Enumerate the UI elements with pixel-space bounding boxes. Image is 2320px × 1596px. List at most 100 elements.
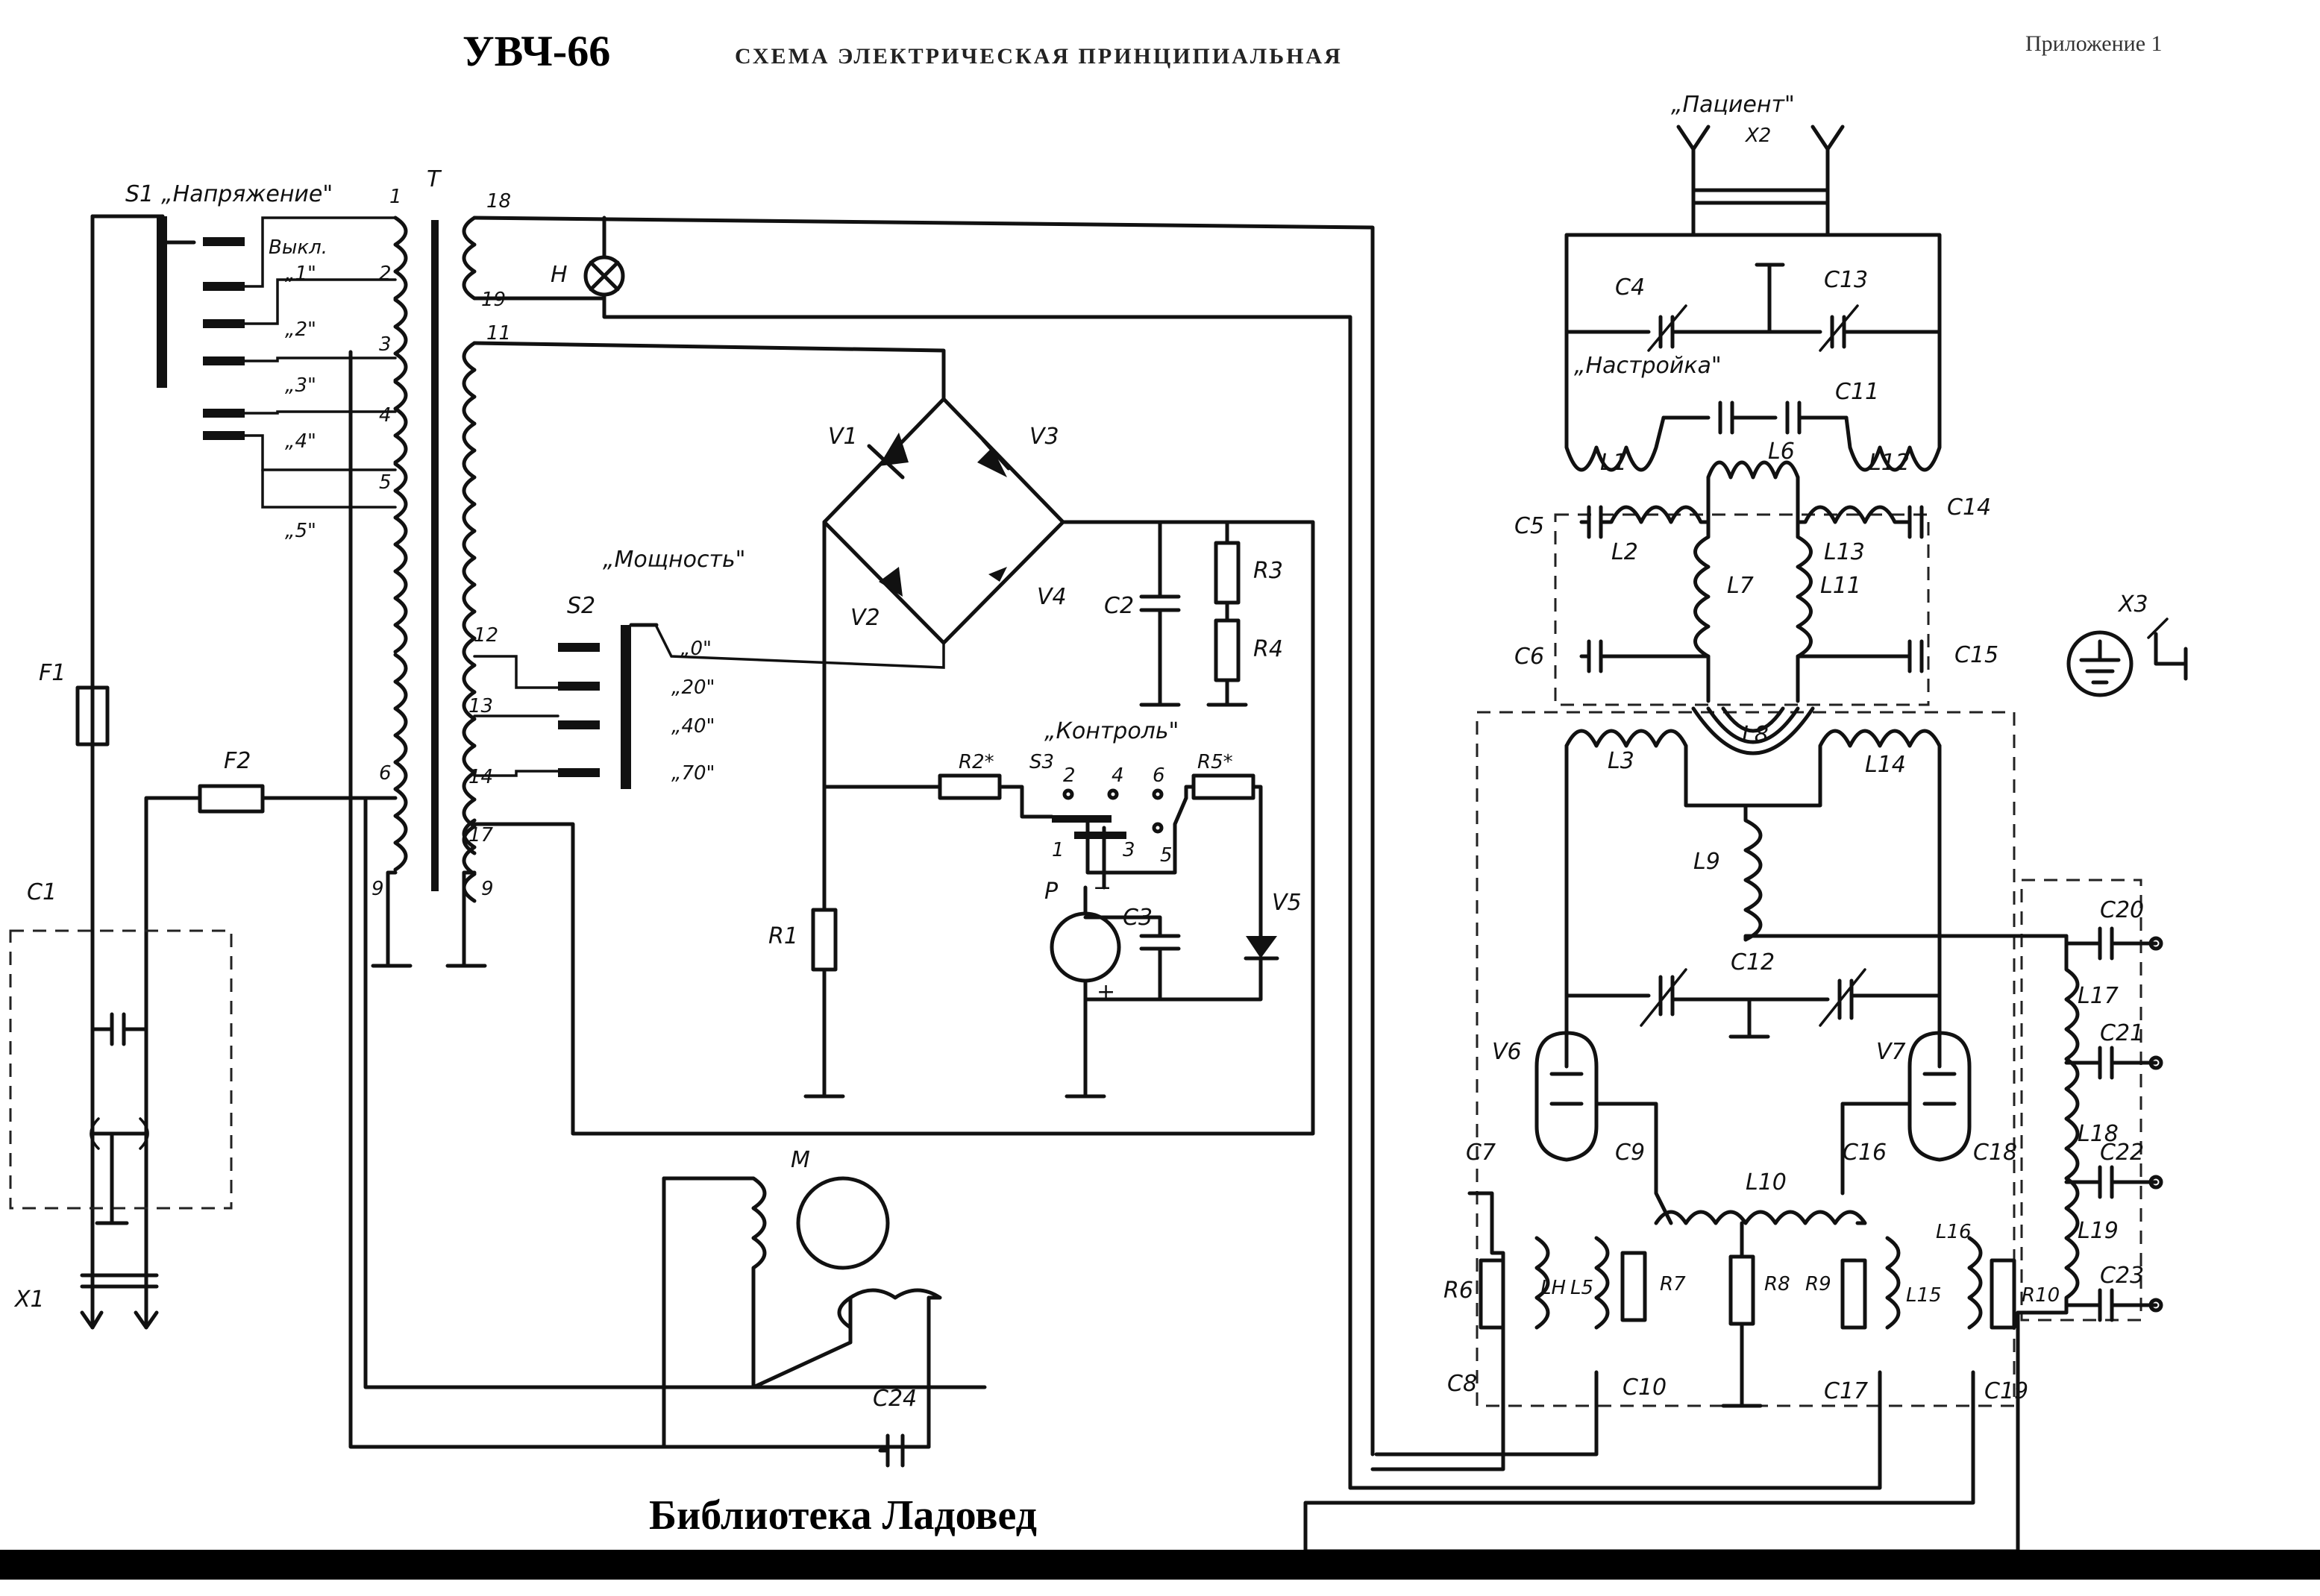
svg-text:L18: L18 xyxy=(2078,1121,2119,1147)
device-title: УВЧ-66 xyxy=(463,27,610,75)
indicator-lamp-h: H xyxy=(472,216,1375,1490)
svg-text:P: P xyxy=(1044,879,1059,905)
svg-text:C12: C12 xyxy=(1731,949,1775,975)
svg-text:„Пациент": „Пациент" xyxy=(1671,92,1795,118)
svg-text:L13: L13 xyxy=(1824,539,1865,565)
svg-text:X2: X2 xyxy=(1744,125,1771,147)
svg-text:C3: C3 xyxy=(1123,905,1153,931)
fan-motor-m: M C24 xyxy=(662,1147,942,1468)
control-meter-section[interactable]: „Контроль" R2* S3 2 4 1 3 6 5 R5* V5 P −… xyxy=(822,718,1302,1099)
fuse-f1-label: F1 xyxy=(39,660,66,686)
svg-text:C10: C10 xyxy=(1623,1374,1667,1401)
svg-text:R3: R3 xyxy=(1253,558,1283,584)
svg-text:R9: R9 xyxy=(1805,1273,1831,1295)
svg-text:C23: C23 xyxy=(2100,1263,2144,1289)
svg-text:„0": „0" xyxy=(680,638,712,660)
svg-text:C22: C22 xyxy=(2100,1140,2144,1166)
meter-p xyxy=(1050,911,1121,983)
svg-text:9: 9 xyxy=(481,878,494,900)
svg-text:C8: C8 xyxy=(1447,1371,1477,1397)
svg-text:„Мощность": „Мощность" xyxy=(603,547,745,573)
svg-text:L16: L16 xyxy=(1936,1221,1972,1243)
svg-text:L6: L6 xyxy=(1768,439,1795,465)
svg-text:2: 2 xyxy=(1063,764,1076,787)
svg-text:„3": „3" xyxy=(285,374,316,397)
svg-text:L3: L3 xyxy=(1608,748,1634,774)
svg-text:L8: L8 xyxy=(1742,722,1769,748)
library-credit: Библиотека Ладовед xyxy=(649,1492,1037,1539)
mains-plug-x1: X1 xyxy=(13,1273,159,1330)
svg-text:C1: C1 xyxy=(27,879,57,905)
svg-text:V2: V2 xyxy=(850,605,880,631)
svg-text:V6: V6 xyxy=(1492,1039,1522,1065)
svg-text:11: 11 xyxy=(486,322,511,345)
appendix-label: Приложение 1 xyxy=(2025,31,2163,56)
svg-text:L14: L14 xyxy=(1865,752,1906,778)
svg-text:V1: V1 xyxy=(828,424,858,450)
grid-circuit: C7 C9 C16 C18 L10 R6 LH L5 R7 R8 R9 L15 … xyxy=(1303,1140,2060,1553)
svg-text:C20: C20 xyxy=(2100,897,2144,923)
svg-text:L1: L1 xyxy=(1600,450,1627,476)
oscillator-tubes: V6 V7 xyxy=(1492,993,1972,1225)
ground-terminal-x3[interactable]: X3 xyxy=(2066,591,2188,697)
svg-text:V3: V3 xyxy=(1029,424,1059,450)
patient-circuit[interactable]: „Пациент" X2 C4 C13 „Настройка" C11 L1 L… xyxy=(1564,92,1942,480)
svg-text:„Настройка": „Настройка" xyxy=(1574,353,1722,379)
svg-text:5: 5 xyxy=(1160,844,1173,867)
svg-text:„4": „4" xyxy=(285,430,316,453)
fuse-f2: F2 xyxy=(147,748,398,814)
svg-text:M: M xyxy=(791,1147,810,1173)
svg-text:R1: R1 xyxy=(768,923,798,949)
svg-text:6: 6 xyxy=(1153,764,1165,787)
svg-text:1: 1 xyxy=(389,186,402,208)
svg-text:3: 3 xyxy=(379,333,392,356)
svg-text:H: H xyxy=(551,262,568,288)
svg-text:X1: X1 xyxy=(13,1286,45,1313)
svg-text:„Контроль": „Контроль" xyxy=(1044,718,1179,744)
svg-text:C9: C9 xyxy=(1615,1140,1645,1166)
svg-text:5: 5 xyxy=(379,471,392,494)
svg-text:R7: R7 xyxy=(1660,1273,1686,1295)
svg-text:4: 4 xyxy=(1112,764,1124,787)
diagram-subtitle: СХЕМА ЭЛЕКТРИЧЕСКАЯ ПРИНЦИПИАЛЬНАЯ xyxy=(735,44,1343,69)
svg-text:L11: L11 xyxy=(1820,573,1861,599)
svg-text:L7: L7 xyxy=(1727,573,1754,599)
svg-text:L19: L19 xyxy=(2078,1218,2119,1244)
tank-circuit: L3 L14 L9 C12 xyxy=(1564,729,2069,1039)
svg-text:C11: C11 xyxy=(1835,379,1879,405)
svg-text:C6: C6 xyxy=(1514,644,1544,670)
output-filter: C20 C21 C22 C23 L17 L18 L19 xyxy=(2016,897,2163,1322)
svg-text:12: 12 xyxy=(474,624,498,647)
svg-text:C16: C16 xyxy=(1843,1140,1887,1166)
svg-text:V5: V5 xyxy=(1272,890,1302,916)
svg-text:L5: L5 xyxy=(1570,1277,1593,1299)
svg-text:„1": „1" xyxy=(285,263,316,285)
svg-text:C19: C19 xyxy=(1984,1378,2028,1404)
svg-text:„40": „40" xyxy=(671,715,715,738)
svg-text:C18: C18 xyxy=(1973,1140,2017,1166)
svg-text:R2*: R2* xyxy=(959,751,994,773)
svg-text:13: 13 xyxy=(468,695,493,717)
svg-text:C24: C24 xyxy=(873,1386,917,1412)
svg-text:4: 4 xyxy=(379,404,392,427)
svg-text:R6: R6 xyxy=(1443,1278,1473,1304)
svg-text:L15: L15 xyxy=(1906,1284,1942,1307)
coupling-coils: C5 L2 L7 L11 L13 C14 C6 C15 L8 xyxy=(1514,475,1998,755)
svg-text:X3: X3 xyxy=(2117,591,2148,618)
svg-text:L10: L10 xyxy=(1746,1169,1787,1196)
coupling-enclosure xyxy=(1554,513,1930,706)
power-supply-bridge: V1 V2 V3 V4 „Мощность" S2 „0" „20" „40" … xyxy=(472,341,1315,1136)
svg-text:L2: L2 xyxy=(1611,539,1638,565)
svg-text:„70": „70" xyxy=(671,762,715,785)
svg-text:R5*: R5* xyxy=(1197,751,1233,773)
svg-text:R4: R4 xyxy=(1253,636,1283,662)
svg-text:−: − xyxy=(1093,875,1112,901)
svg-text:C13: C13 xyxy=(1824,267,1868,293)
switch-s1-voltage[interactable]: S1„Напряжение" Выкл. „1" „2" „3" „4" „5" xyxy=(125,181,397,542)
fuse-f2-label: F2 xyxy=(224,748,251,774)
svg-text:V7: V7 xyxy=(1876,1039,1906,1065)
svg-text:„5": „5" xyxy=(285,520,316,542)
svg-text:2: 2 xyxy=(379,263,392,285)
svg-text:C21: C21 xyxy=(2100,1020,2144,1046)
switch-s1-label: S1„Напряжение" xyxy=(125,181,333,207)
